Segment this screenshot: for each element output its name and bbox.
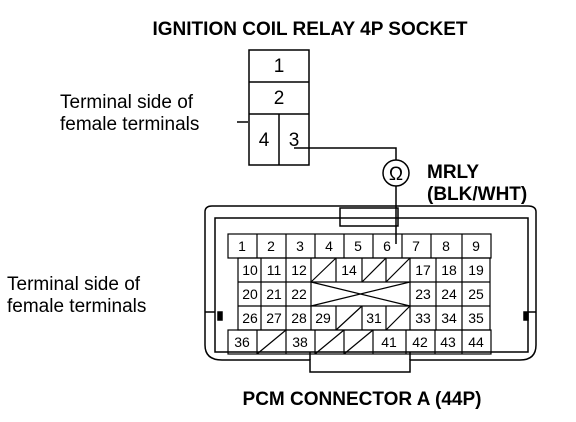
pin-21: 21: [266, 286, 282, 302]
pin-2: 2: [267, 238, 275, 254]
pin-3: 3: [296, 238, 304, 254]
socket-pin-1: 1: [274, 56, 285, 77]
pin-4: 4: [325, 238, 333, 254]
pin-33: 33: [415, 310, 431, 326]
socket-title: IGNITION COIL RELAY 4P SOCKET: [153, 19, 468, 40]
pin-labels-row3: 20 21 22 23 24 25: [242, 286, 484, 302]
pin-7: 7: [412, 238, 420, 254]
pin-34: 34: [441, 310, 457, 326]
pin-10: 10: [242, 262, 258, 278]
pin-labels-row4: 26 27 28 29 31 33 34 35: [242, 310, 484, 326]
pin-5: 5: [354, 238, 362, 254]
socket-label-line2: female terminals: [60, 114, 199, 135]
pin-12: 12: [291, 262, 307, 278]
pin-6: 6: [383, 238, 391, 254]
meter-wire: (BLK/WHT): [427, 184, 527, 205]
meter-name: MRLY: [427, 162, 479, 183]
pin-9: 9: [472, 238, 480, 254]
pin-20: 20: [242, 286, 258, 302]
pin-22: 22: [291, 286, 307, 302]
pin-8: 8: [442, 238, 450, 254]
pin-27: 27: [266, 310, 282, 326]
pin-labels-row2: 10 11 12 14 17 18 19: [242, 262, 484, 278]
socket-pin-2: 2: [274, 88, 285, 109]
pin-17: 17: [415, 262, 431, 278]
pin-31: 31: [366, 310, 382, 326]
connector-title: PCM CONNECTOR A (44P): [243, 389, 482, 410]
relay-socket: [248, 49, 310, 166]
socket-pin-4: 4: [259, 130, 270, 151]
pin-25: 25: [468, 286, 484, 302]
pin-26: 26: [242, 310, 258, 326]
socket-pin-3: 3: [289, 130, 300, 151]
pin-35: 35: [468, 310, 484, 326]
pin-11: 11: [267, 262, 282, 278]
connector-label-line2: female terminals: [7, 296, 146, 317]
pin-18: 18: [441, 262, 457, 278]
pin-38: 38: [292, 334, 308, 350]
pin-29: 29: [315, 310, 331, 326]
connector-label-line1: Terminal side of: [7, 274, 141, 295]
pcm-connector: [204, 205, 537, 373]
pin-36: 36: [234, 334, 250, 350]
pin-41: 41: [381, 334, 397, 350]
pin-labels-row5: 36 38 41 42 43 44: [234, 334, 484, 350]
pin-28: 28: [291, 310, 307, 326]
pin-19: 19: [468, 262, 484, 278]
ohmmeter-icon: [382, 159, 410, 187]
probe-wire: [294, 147, 410, 244]
pin-14: 14: [341, 262, 357, 278]
pin-labels-row1: 1 2 3 4 5 6 7 8 9: [238, 238, 480, 254]
pin-43: 43: [440, 334, 456, 350]
pin-42: 42: [412, 334, 428, 350]
socket-label-line1: Terminal side of: [60, 92, 194, 113]
ohm-symbol: Ω: [389, 164, 403, 185]
pin-1: 1: [238, 238, 246, 254]
pin-grid: [227, 233, 492, 355]
pin-44: 44: [468, 334, 484, 350]
pin-23: 23: [415, 286, 431, 302]
pin-24: 24: [441, 286, 457, 302]
